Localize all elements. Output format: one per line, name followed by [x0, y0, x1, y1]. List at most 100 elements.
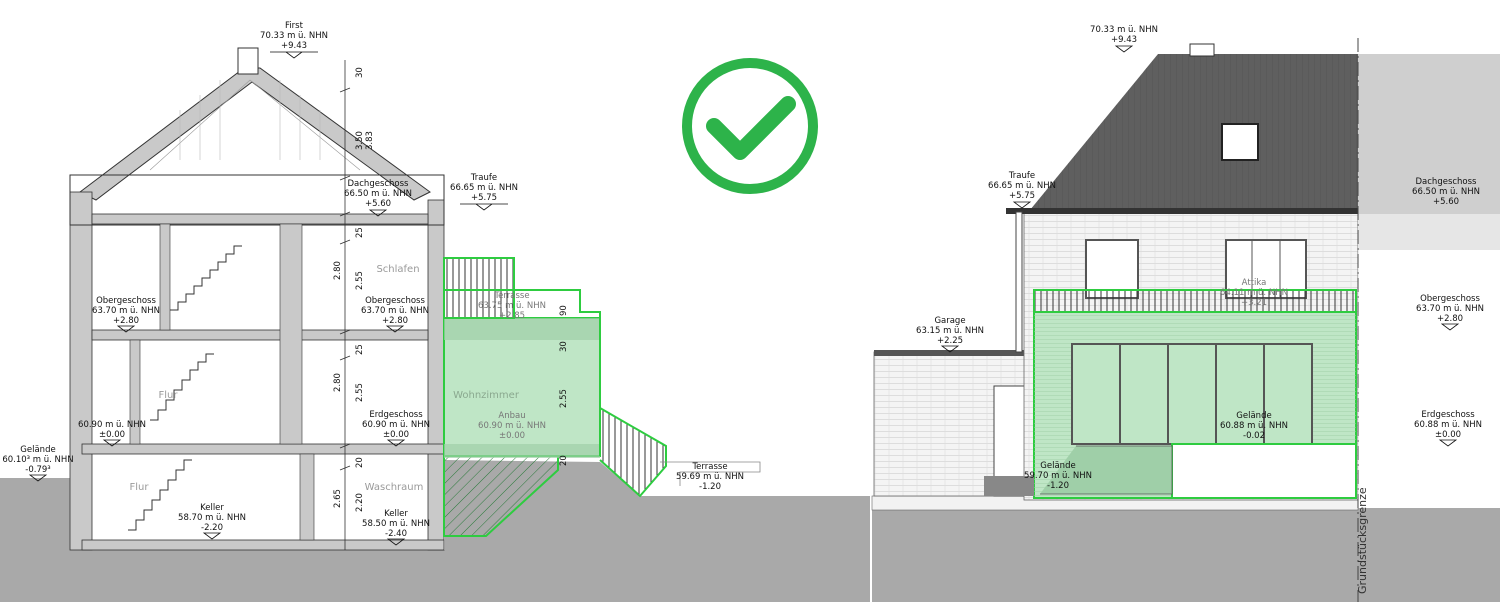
level-garage: Garage 63.15 m ü. NHN +2.25: [916, 316, 984, 353]
svg-text:Traufe: Traufe: [470, 173, 497, 183]
svg-text:Garage: Garage: [934, 316, 965, 326]
wall-inner-4: [299, 453, 315, 541]
svg-text:±0.00: ±0.00: [1435, 430, 1461, 440]
elevation-ground: [872, 508, 1500, 602]
level-attika: Attika 64.11 m ü. NHN +3.21: [1220, 278, 1288, 308]
roof-rafters: [179, 80, 321, 160]
extension-section-slab: [444, 318, 600, 340]
svg-text:Dachgeschoss: Dachgeschoss: [1416, 177, 1478, 187]
svg-text:60.88 m ü. NHN: 60.88 m ü. NHN: [1414, 420, 1482, 430]
svg-text:60.90 m ü. NHN: 60.90 m ü. NHN: [78, 420, 146, 430]
downpipe: [1015, 211, 1023, 353]
svg-text:Terrasse: Terrasse: [691, 462, 727, 472]
dim-label: 2.55: [355, 271, 365, 290]
slab-og: [91, 213, 429, 225]
level-dachgeschoss-neighbour: Dachgeschoss 66.50 m ü. NHN +5.60: [1412, 177, 1480, 207]
svg-text:Keller: Keller: [384, 509, 408, 519]
svg-text:+2.85: +2.85: [499, 311, 525, 321]
svg-text:+2.80: +2.80: [113, 316, 139, 326]
svg-text:+2.80: +2.80: [382, 316, 408, 326]
dim-label: 2.80: [333, 373, 343, 392]
svg-text:Traufe: Traufe: [1008, 171, 1035, 181]
svg-text:-2.40: -2.40: [385, 529, 407, 539]
svg-text:±0.00: ±0.00: [99, 430, 125, 440]
level-gelaende-mid: Gelände 60.88 m ü. NHN -0.02: [1220, 411, 1288, 441]
dim-label: 20: [559, 455, 569, 466]
dim-label: 2.55: [559, 389, 569, 408]
svg-text:66.50 m ü. NHN: 66.50 m ü. NHN: [1412, 187, 1480, 197]
slab-base: [81, 539, 445, 551]
chimney: [237, 47, 259, 75]
wall-right: [427, 199, 445, 551]
extension-glazing: [1071, 343, 1313, 445]
svg-text:+5.75: +5.75: [471, 193, 497, 203]
svg-text:60.10³ m ü. NHN: 60.10³ m ü. NHN: [2, 455, 73, 465]
level-keller-left: Keller 58.70 m ü. NHN -2.20: [178, 503, 246, 540]
svg-text:Gelände: Gelände: [1236, 411, 1271, 421]
svg-text:First: First: [285, 21, 304, 31]
level-first-elevation: 70.33 m ü. NHN +9.43: [1090, 25, 1158, 53]
slab-eg: [91, 329, 429, 341]
svg-text:Anbau: Anbau: [498, 411, 525, 421]
svg-text:Gelände: Gelände: [20, 445, 55, 455]
extension-section-room: [443, 317, 601, 457]
svg-text:66.50 m ü. NHN: 66.50 m ü. NHN: [344, 189, 412, 199]
svg-text:63.70 m ü. NHN: 63.70 m ü. NHN: [1416, 304, 1484, 314]
dim-label: 2.20: [355, 493, 365, 512]
svg-text:59.70 m ü. NHN: 59.70 m ü. NHN: [1024, 471, 1092, 481]
dim-label: 3.50: [355, 131, 365, 150]
check-circle-icon: [682, 58, 818, 194]
dim-label: 2.65: [333, 489, 343, 508]
svg-text:+3.21: +3.21: [1241, 298, 1267, 308]
svg-text:63.70 m ü. NHN: 63.70 m ü. NHN: [361, 306, 429, 316]
extension-outline: [443, 289, 601, 456]
step-block: [984, 476, 1034, 496]
svg-text:64.11 m ü. NHN: 64.11 m ü. NHN: [1220, 288, 1288, 298]
building-section: 30 3.83 3.50 25 2.80 2.55 25 2.80 2.55 2…: [0, 21, 870, 602]
slab-dg: [69, 174, 445, 226]
room-schlafen: Schlafen: [376, 264, 419, 275]
svg-text:60.90 m ü. NHN: 60.90 m ü. NHN: [478, 421, 546, 431]
svg-text:66.65 m ü. NHN: 66.65 m ü. NHN: [988, 181, 1056, 191]
level-gelaende-left: Gelände 60.10³ m ü. NHN -0.79³: [2, 445, 74, 482]
dim-label: 30: [559, 341, 569, 352]
svg-text:58.70 m ü. NHN: 58.70 m ü. NHN: [178, 513, 246, 523]
svg-text:-1.20: -1.20: [699, 482, 721, 492]
svg-text:66.65 m ü. NHN: 66.65 m ü. NHN: [450, 183, 518, 193]
level-keller-right: Keller 58.50 m ü. NHN -2.40: [362, 509, 430, 546]
extension-stair: [599, 407, 667, 498]
svg-text:-1.20: -1.20: [1047, 481, 1069, 491]
roof-interior-lines: [149, 79, 361, 171]
svg-text:-0.02: -0.02: [1243, 431, 1265, 441]
svg-text:58.50 m ü. NHN: 58.50 m ü. NHN: [362, 519, 430, 529]
level-erdgeschoss-neighbour: Erdgeschoss 60.88 m ü. NHN ±0.00: [1414, 410, 1482, 447]
svg-text:Attika: Attika: [1242, 278, 1267, 288]
building-elevation: 70.33 m ü. NHN +9.43 Traufe 66.65 m ü. N…: [871, 25, 1500, 602]
svg-text:70.33 m ü. NHN: 70.33 m ü. NHN: [260, 31, 328, 41]
extension-section-highlight: Terrasse 63.75 m ü. NHN +2.85 Wohnzimmer…: [443, 257, 667, 537]
svg-text:70.33 m ü. NHN: 70.33 m ü. NHN: [1090, 25, 1158, 35]
chimney-elevation: [1189, 43, 1215, 57]
level-obergeschoss-left: Obergeschoss 63.70 m ü. NHN +2.80: [92, 296, 160, 333]
stair-kg: [128, 459, 192, 531]
svg-text:-0.79³: -0.79³: [25, 465, 50, 475]
attika-railing: [1033, 289, 1357, 313]
svg-text:59.69 m ü. NHN: 59.69 m ü. NHN: [676, 472, 744, 482]
svg-text:Erdgeschoss: Erdgeschoss: [369, 410, 423, 420]
garden-steps: [660, 461, 761, 486]
section-ground: [0, 454, 870, 602]
dim-label: 30: [355, 67, 365, 78]
level-obergeschoss-right: Obergeschoss 63.70 m ü. NHN +2.80: [361, 296, 429, 333]
dim-label: 90: [559, 305, 569, 316]
dim-label: 20: [355, 457, 365, 468]
level-dachgeschoss: Dachgeschoss 66.50 m ü. NHN +5.60: [344, 179, 412, 217]
svg-text:+5.60: +5.60: [1433, 197, 1459, 207]
property-line-label: Grundstücksgrenze: [1356, 487, 1369, 594]
svg-text:+5.60: +5.60: [365, 199, 391, 209]
level-erdgeschoss-left: 60.90 m ü. NHN ±0.00: [78, 420, 146, 447]
svg-text:+2.25: +2.25: [937, 336, 963, 346]
svg-text:60.90 m ü. NHN: 60.90 m ü. NHN: [362, 420, 430, 430]
svg-text:±0.00: ±0.00: [499, 431, 525, 441]
